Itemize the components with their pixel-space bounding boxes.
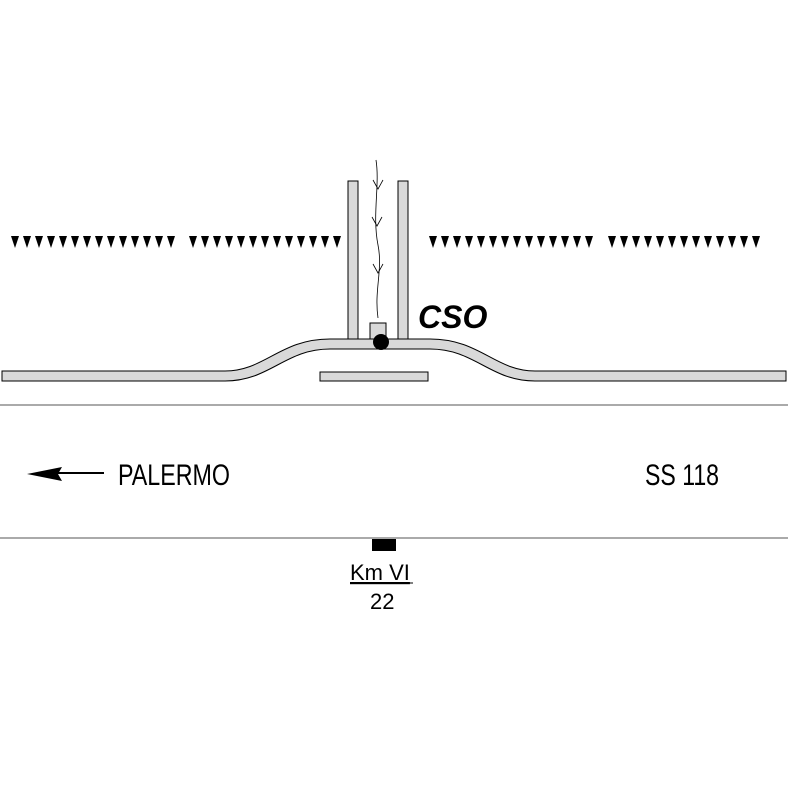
flow-arrows bbox=[371, 159, 384, 319]
channel-wall-left bbox=[347, 180, 359, 340]
hachure-tick bbox=[237, 236, 245, 248]
hachure-tick bbox=[680, 236, 688, 248]
hachure-tick bbox=[740, 236, 748, 248]
hachure-tick bbox=[333, 236, 341, 248]
km-marker-label: Km VI bbox=[350, 560, 410, 585]
hachure-tick bbox=[489, 236, 497, 248]
lower-wall-segment bbox=[319, 371, 429, 382]
hachure-tick bbox=[213, 236, 221, 248]
arrow-left-icon bbox=[27, 467, 104, 481]
hachure-tick bbox=[321, 236, 329, 248]
hachure-tick bbox=[513, 236, 521, 248]
hachure-tick bbox=[107, 236, 115, 248]
hachure-tick bbox=[273, 236, 281, 248]
hachure-tick bbox=[525, 236, 533, 248]
hachure-tick bbox=[453, 236, 461, 248]
station-point bbox=[373, 334, 389, 350]
hachure-tick bbox=[59, 236, 67, 248]
hachure-tick bbox=[167, 236, 175, 248]
hachure-tick bbox=[47, 236, 55, 248]
hachure-tick bbox=[752, 236, 760, 248]
hachure-tick bbox=[249, 236, 257, 248]
hachure-tick bbox=[537, 236, 545, 248]
hachure-tick bbox=[728, 236, 736, 248]
road-label: SS 118 bbox=[645, 459, 719, 492]
hachure-tick bbox=[465, 236, 473, 248]
hachure-tick bbox=[644, 236, 652, 248]
hachure-tick bbox=[23, 236, 31, 248]
hachure-tick bbox=[35, 236, 43, 248]
hachure-tick bbox=[83, 236, 91, 248]
hachure-tick bbox=[429, 236, 437, 248]
hachure-tick bbox=[704, 236, 712, 248]
slope-hachure-left-b bbox=[189, 236, 341, 248]
hachure-tick bbox=[573, 236, 581, 248]
hachure-tick bbox=[441, 236, 449, 248]
hachure-tick bbox=[692, 236, 700, 248]
hachure-tick bbox=[131, 236, 139, 248]
hachure-tick bbox=[261, 236, 269, 248]
direction-label: PALERMO bbox=[118, 459, 230, 492]
hachure-tick bbox=[477, 236, 485, 248]
hachure-tick bbox=[716, 236, 724, 248]
slope-hachure-right-b bbox=[608, 236, 760, 248]
hachure-tick bbox=[95, 236, 103, 248]
slope-hachure-right-a bbox=[429, 236, 593, 248]
km-marker-block bbox=[372, 539, 396, 551]
hachure-tick bbox=[143, 236, 151, 248]
hachure-tick bbox=[561, 236, 569, 248]
hachure-tick bbox=[309, 236, 317, 248]
channel-wall-right bbox=[397, 180, 409, 340]
hachure-tick bbox=[119, 236, 127, 248]
km-marker-value: 22 bbox=[370, 589, 394, 614]
hachure-tick bbox=[155, 236, 163, 248]
hachure-tick bbox=[656, 236, 664, 248]
hachure-tick bbox=[189, 236, 197, 248]
hachure-tick bbox=[11, 236, 19, 248]
station-label: CSO bbox=[418, 299, 487, 335]
hachure-tick bbox=[608, 236, 616, 248]
hachure-tick bbox=[549, 236, 557, 248]
hachure-tick bbox=[297, 236, 305, 248]
hachure-tick bbox=[225, 236, 233, 248]
hachure-tick bbox=[632, 236, 640, 248]
hachure-tick bbox=[620, 236, 628, 248]
hachure-tick bbox=[71, 236, 79, 248]
slope-hachure-left-a bbox=[11, 236, 175, 248]
hachure-tick bbox=[201, 236, 209, 248]
embankment-wall bbox=[1, 338, 787, 382]
hachure-tick bbox=[668, 236, 676, 248]
hachure-tick bbox=[501, 236, 509, 248]
hachure-tick bbox=[585, 236, 593, 248]
hachure-tick bbox=[285, 236, 293, 248]
